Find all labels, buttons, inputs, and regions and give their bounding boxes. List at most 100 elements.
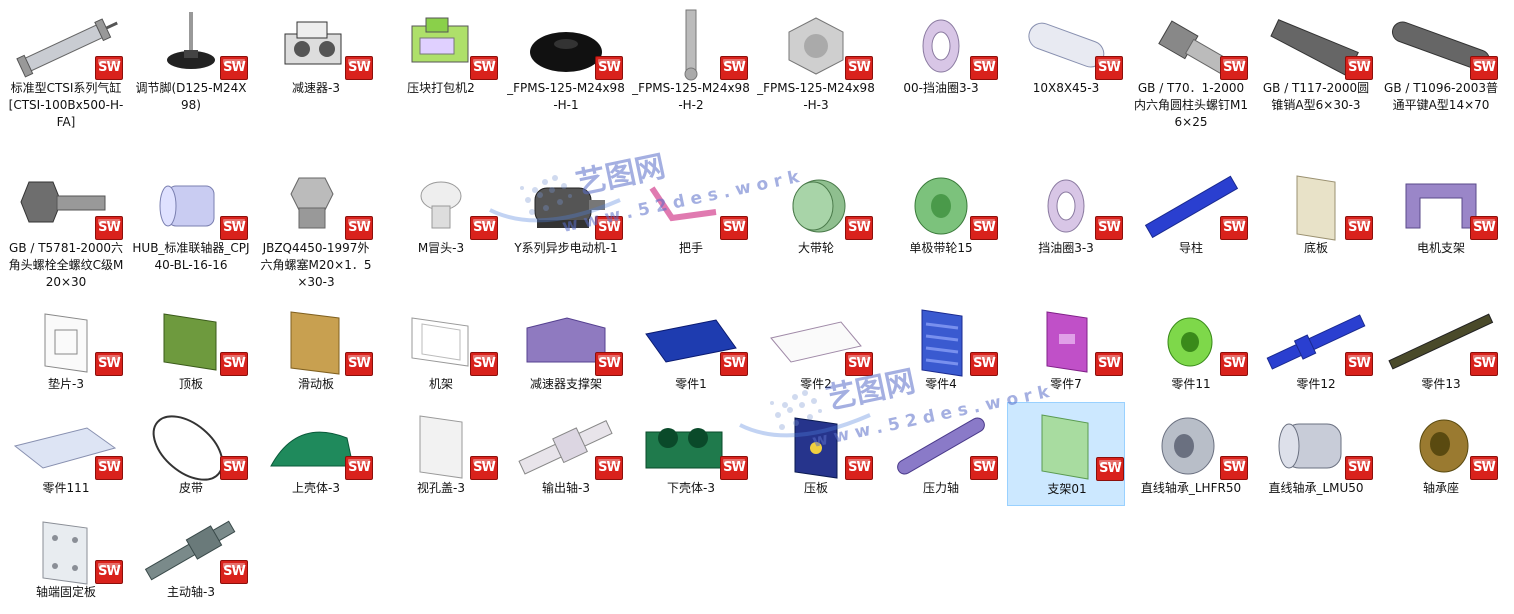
slotted-plate-icon (882, 304, 1000, 382)
solidworks-badge-icon: SW (720, 352, 748, 376)
motor-bracket-icon (1382, 168, 1500, 246)
file-item[interactable]: SW 机架 (382, 298, 500, 394)
support-frame-icon (507, 304, 625, 382)
solidworks-badge-icon: SW (470, 216, 498, 240)
file-name-label: Y系列异步电动机-1 (514, 241, 618, 255)
file-name-label: 标准型CTSI系列气缸[CTSI-100Bx500-H-FA] (8, 81, 124, 129)
file-name-label: 大带轮 (797, 241, 834, 255)
shaft-blue-icon (1257, 304, 1375, 382)
file-item[interactable]: SW_FPMS-125-M24x98-H-1 (507, 2, 625, 112)
solidworks-badge-icon: SW (970, 56, 998, 80)
solidworks-badge-icon: SW (845, 56, 873, 80)
solidworks-badge-icon: SW (95, 56, 123, 80)
file-name-label: 压力轴 (922, 481, 959, 495)
leveling-foot-icon (132, 8, 250, 86)
solidworks-badge-icon: SW (1470, 456, 1498, 480)
solidworks-badge-icon: SW (470, 456, 498, 480)
file-item[interactable]: SW 大带轮 (757, 162, 875, 258)
socket-screw-icon (1132, 8, 1250, 86)
file-name-label: 下壳体-3 (667, 481, 715, 495)
bolt-rod-icon (632, 8, 750, 86)
upper-housing-icon (257, 408, 375, 486)
solidworks-badge-icon: SW (595, 352, 623, 376)
file-name-label: 单极带轮15 (909, 241, 973, 255)
cap-head-icon (382, 168, 500, 246)
plate-blue-icon (632, 304, 750, 382)
foot-base-icon (507, 8, 625, 86)
solidworks-badge-icon: SW (720, 216, 748, 240)
file-name-label: 零件11 (1171, 377, 1211, 391)
pulley-icon (757, 168, 875, 246)
solidworks-badge-icon: SW (845, 216, 873, 240)
file-name-label: 调节脚(D125-M24X98) (135, 81, 247, 112)
solidworks-badge-icon: SW (1470, 352, 1498, 376)
solidworks-badge-icon: SW (1345, 352, 1373, 376)
flange-icon (1132, 304, 1250, 382)
file-name-label: 零件2 (800, 377, 832, 391)
file-name-label: 机架 (428, 377, 453, 391)
solidworks-badge-icon: SW (1220, 352, 1248, 376)
ring-icon (1007, 168, 1125, 246)
belt-icon (132, 408, 250, 486)
file-item[interactable]: SW_FPMS-125-M24x98-H-2 (632, 2, 750, 112)
hex-nut-icon (757, 8, 875, 86)
file-name-label: 上壳体-3 (292, 481, 340, 495)
file-item[interactable]: SW_FPMS-125-M24x98-H-3 (757, 2, 875, 112)
file-name-label: 轴承座 (1422, 481, 1459, 495)
gasket-icon (7, 304, 125, 382)
file-name-label: GB / T5781-2000六角头螺栓全螺纹C级M20×30 (8, 241, 124, 289)
file-item[interactable]: SW 零件11 (1132, 298, 1250, 394)
file-name-label: 垫片-3 (48, 377, 84, 391)
file-name-label: 底板 (1303, 241, 1328, 255)
solidworks-badge-icon: SW (95, 560, 123, 584)
coupling-icon (132, 168, 250, 246)
solidworks-badge-icon: SW (470, 352, 498, 376)
file-item[interactable]: SW 轴承座 (1382, 402, 1500, 498)
file-name-label: 压板 (803, 481, 828, 495)
